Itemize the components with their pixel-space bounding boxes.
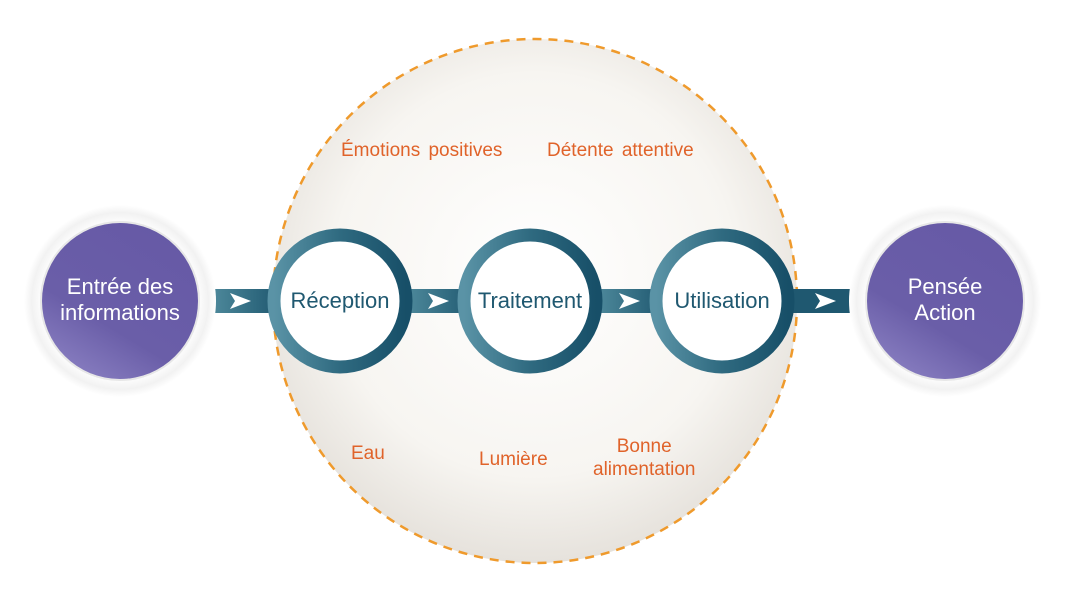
factor-label-lumiere: Lumière (479, 449, 548, 470)
arrow-icon (230, 293, 251, 309)
input-label-line2: informations (60, 300, 180, 325)
stage-label-reception: Réception (290, 288, 390, 313)
factor-label-eau: Eau (351, 443, 385, 464)
output-label-line2: Action (914, 300, 976, 325)
stage-ring-traitement (457, 228, 603, 374)
factor-label-detente: Détente attentive (547, 140, 694, 161)
factor-label-emotions: Émotions positives (341, 140, 503, 161)
stage-ring-utilisation (649, 228, 795, 374)
output-label: Pensée Action (908, 274, 983, 326)
input-circle (42, 223, 198, 379)
connector-bar-output (785, 289, 853, 313)
input-label: Entrée des informations (60, 274, 180, 326)
stage-label-utilisation: Utilisation (674, 288, 770, 313)
output-label-line1: Pensée (907, 274, 983, 299)
factor-label-alimentation: Bonne alimentation (593, 435, 695, 481)
factor-label-alimentation-line1: Bonne (616, 436, 672, 457)
input-label-line1: Entrée des (66, 274, 174, 299)
factor-label-alimentation-line2: alimentation (593, 459, 696, 480)
stage-ring-reception (267, 228, 413, 374)
arrow-icon (815, 293, 836, 309)
arrow-icon (619, 293, 640, 309)
output-circle (867, 223, 1023, 379)
stage-label-traitement: Traitement (477, 288, 583, 313)
arrow-icon (428, 293, 449, 309)
